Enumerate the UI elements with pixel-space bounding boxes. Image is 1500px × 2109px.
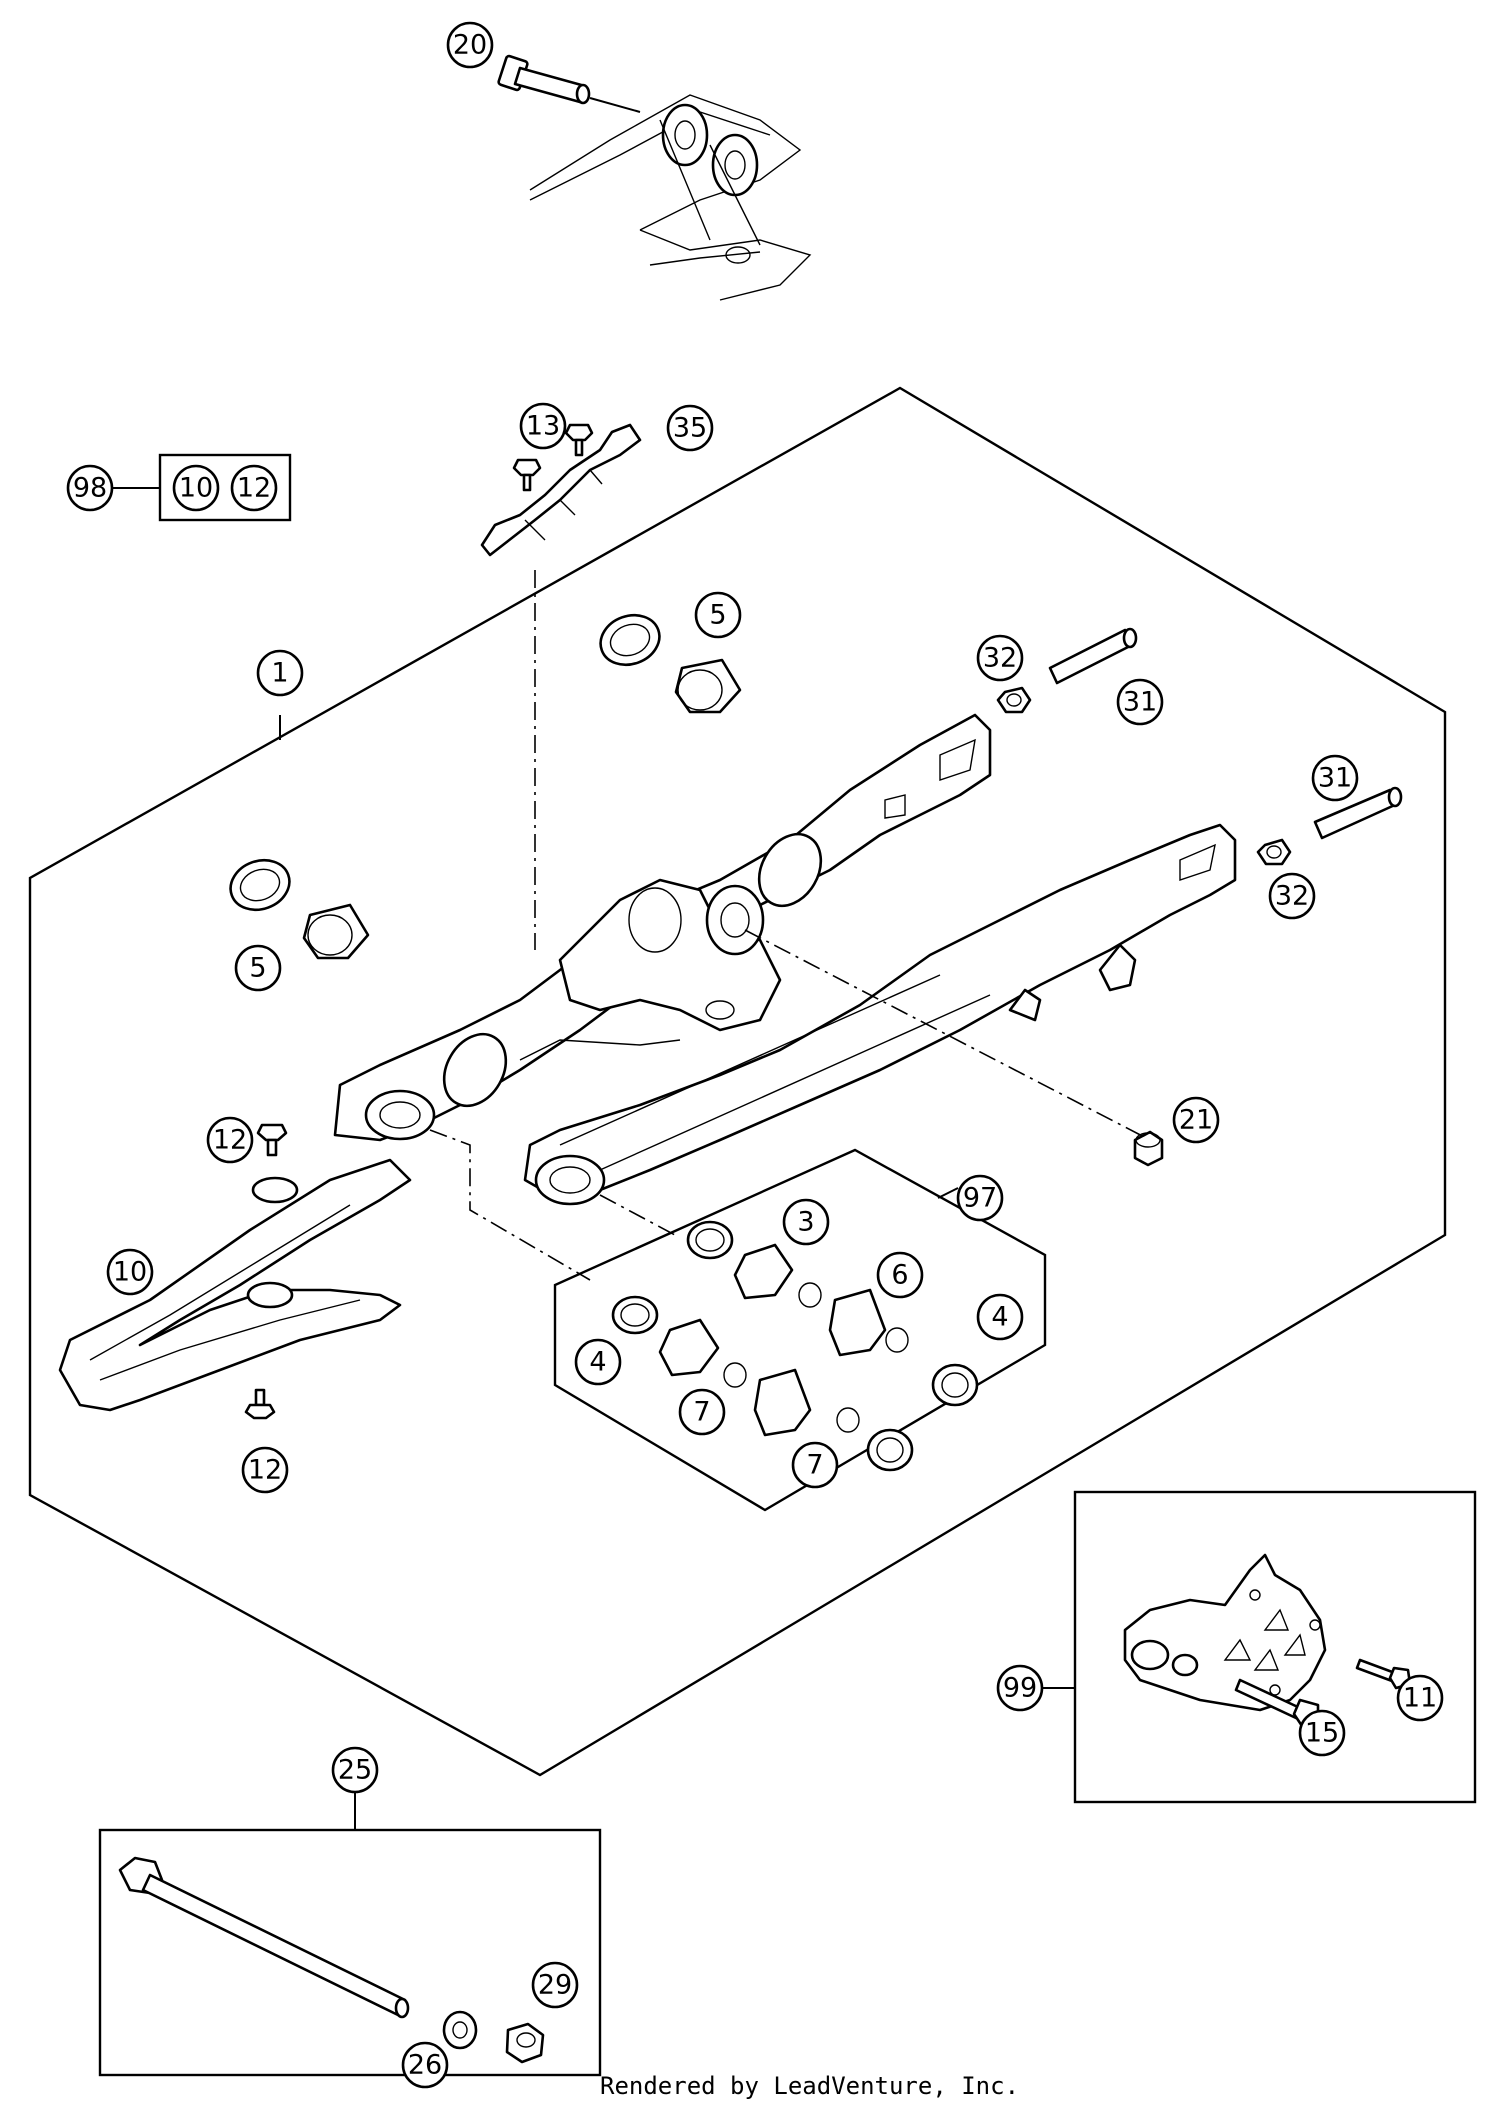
footer-credit: Rendered by LeadVenture, Inc. (600, 2072, 1020, 2100)
callout-11: 11 (1396, 1674, 1444, 1722)
cap-5-upper (599, 613, 742, 714)
svg-text:7: 7 (693, 1397, 710, 1428)
callout-21: 21 (1172, 1096, 1220, 1144)
callout-31-lower: 31 (1311, 754, 1359, 802)
pivot-bolt (497, 54, 591, 105)
chain-guide (1123, 1553, 1327, 1712)
callout-98: 98 (66, 464, 114, 512)
adjuster-upper (996, 627, 1138, 714)
swingarm-group-frame (28, 386, 1447, 1777)
callout-99: 99 (996, 1664, 1044, 1712)
callout-5-left: 5 (234, 944, 282, 992)
callout-31-upper: 31 (1116, 678, 1164, 726)
bolt-12-lower (244, 1388, 276, 1420)
callout-10-kit: 10 (172, 464, 220, 512)
axle (118, 1856, 410, 2019)
bolt-12-upper (256, 1123, 288, 1157)
svg-text:98: 98 (73, 473, 107, 504)
chain-guide-kit-frame (1073, 1490, 1477, 1804)
svg-text:97: 97 (963, 1183, 997, 1214)
nut-29 (505, 2022, 545, 2064)
svg-text:1: 1 (271, 658, 288, 689)
svg-text:3: 3 (797, 1207, 814, 1238)
svg-text:7: 7 (806, 1450, 823, 1481)
svg-text:26: 26 (408, 2050, 442, 2081)
bracket-35 (480, 423, 642, 557)
svg-text:15: 15 (1305, 1718, 1339, 1749)
callout-15: 15 (1298, 1709, 1346, 1757)
bearing-kit-parts (611, 1220, 979, 1472)
callout-5-upper: 5 (694, 591, 742, 639)
axle-kit-frame (98, 1828, 602, 2077)
callout-32-upper: 32 (976, 634, 1024, 682)
kit-98-frame (158, 453, 292, 522)
callout-29: 29 (531, 1961, 579, 2009)
svg-text:31: 31 (1123, 687, 1157, 718)
chain-slider (58, 1158, 412, 1412)
callout-35: 35 (666, 404, 714, 452)
svg-text:4: 4 (589, 1347, 606, 1378)
svg-text:32: 32 (1275, 881, 1309, 912)
screw-13a (564, 423, 594, 457)
callout-97: 97 (956, 1174, 1004, 1222)
adjuster-lower (1256, 786, 1403, 866)
callout-32-lower: 32 (1268, 872, 1316, 920)
callout-1: 1 (256, 649, 304, 697)
svg-text:5: 5 (249, 953, 266, 984)
svg-text:20: 20 (453, 30, 487, 61)
callout-7-right: 7 (791, 1441, 839, 1489)
callout-12-lower: 12 (241, 1446, 289, 1494)
svg-text:5: 5 (709, 600, 726, 631)
callout-12-upper: 12 (206, 1116, 254, 1164)
callout-26: 26 (401, 2041, 449, 2089)
callout-3: 3 (782, 1198, 830, 1246)
svg-text:99: 99 (1003, 1673, 1037, 1704)
cap-5-left (229, 858, 370, 960)
svg-text:13: 13 (526, 411, 560, 442)
callout-10: 10 (106, 1248, 154, 1296)
svg-text:25: 25 (338, 1755, 372, 1786)
callout-4-right: 4 (976, 1293, 1024, 1341)
svg-text:35: 35 (673, 413, 707, 444)
svg-text:12: 12 (213, 1125, 247, 1156)
screw-13b (512, 458, 542, 492)
bearing-kit-frame (553, 1148, 1047, 1512)
svg-text:10: 10 (113, 1257, 147, 1288)
callout-7-left: 7 (678, 1388, 726, 1436)
svg-text:6: 6 (891, 1260, 908, 1291)
callout-13: 13 (519, 402, 567, 450)
svg-text:11: 11 (1403, 1683, 1437, 1714)
svg-text:4: 4 (991, 1302, 1008, 1333)
svg-text:29: 29 (538, 1970, 572, 2001)
callout-4-left: 4 (574, 1338, 622, 1386)
callout-12-kit: 12 (230, 464, 278, 512)
svg-text:32: 32 (983, 643, 1017, 674)
svg-text:12: 12 (248, 1455, 282, 1486)
frame-detail-illustration (529, 94, 812, 301)
nut-21 (1133, 1130, 1164, 1167)
svg-text:31: 31 (1318, 763, 1352, 794)
callout-25: 25 (331, 1746, 379, 1794)
callout-6: 6 (876, 1251, 924, 1299)
swingarm (333, 713, 1237, 1206)
callout-20: 20 (446, 21, 494, 69)
washer-26 (442, 2010, 478, 2050)
svg-text:21: 21 (1179, 1105, 1213, 1136)
svg-text:10: 10 (179, 473, 213, 504)
svg-text:12: 12 (237, 473, 271, 504)
